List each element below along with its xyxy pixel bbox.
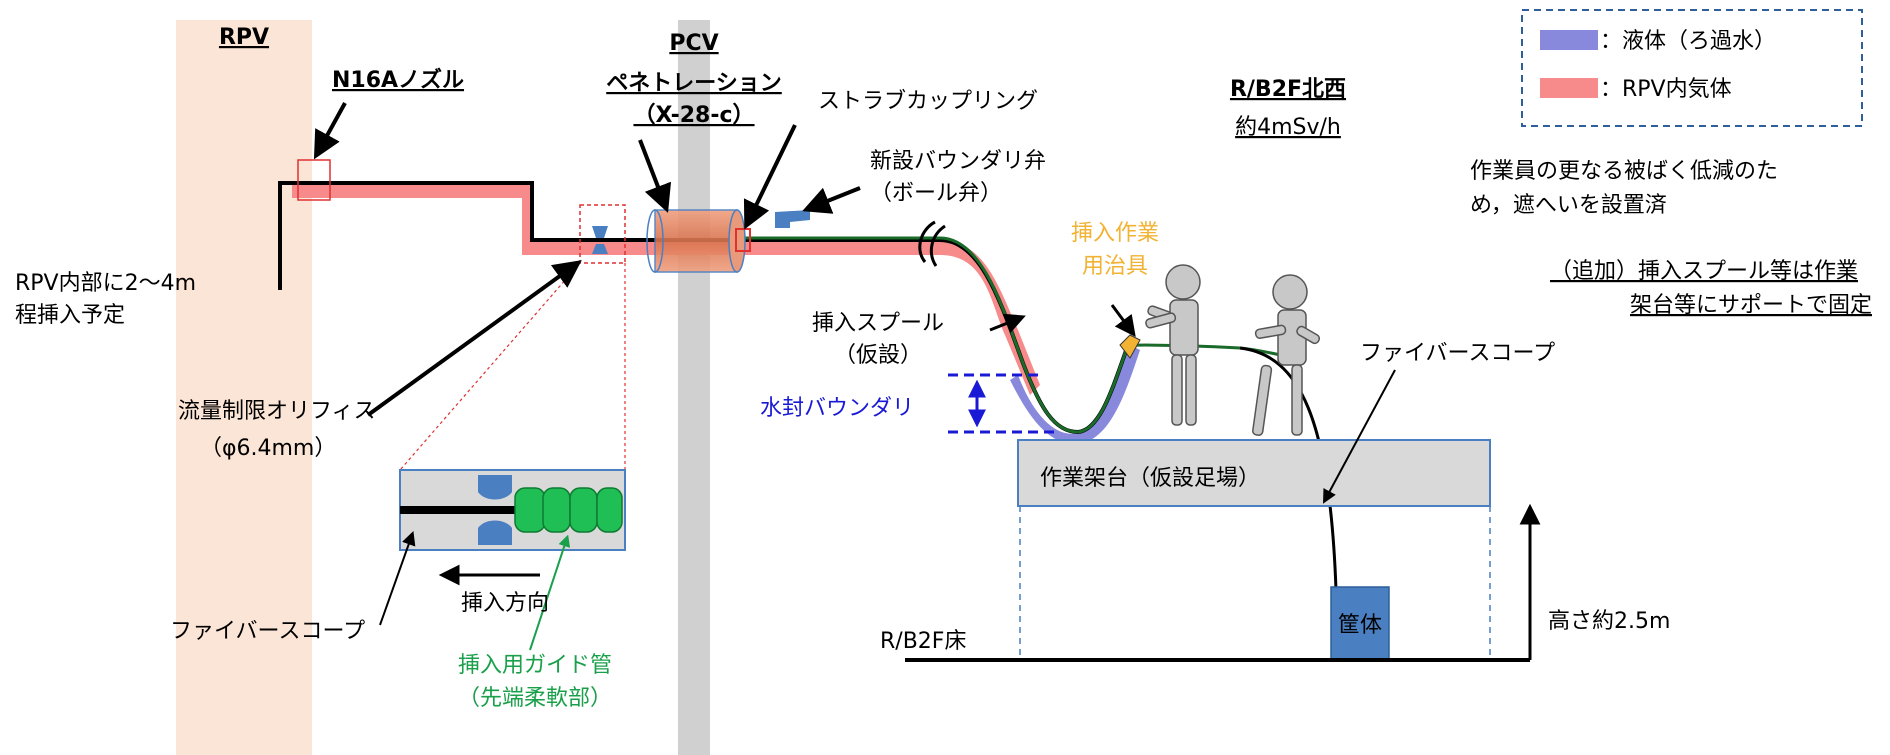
legend-liquid-swatch xyxy=(1540,30,1598,50)
pcv-label-1: PCV xyxy=(669,31,718,56)
strub-arrow xyxy=(743,124,797,230)
pcv-arrow xyxy=(638,139,672,213)
location-label-2: 約4mSv/h xyxy=(1235,115,1341,140)
strub-coupling xyxy=(735,228,751,252)
rpv-insert-label-2: 程挿入予定 xyxy=(15,303,125,328)
spool-arrow xyxy=(989,313,1026,334)
orifice-label-1: 流量制限オリフィス xyxy=(178,399,376,424)
legend-liquid-label: ：液体（ろ過水） xyxy=(1600,29,1776,54)
housing-label: 筐体 xyxy=(1338,613,1382,638)
inset-orifice-top xyxy=(478,475,512,500)
legend-gas-label: ：RPV内気体 xyxy=(1600,77,1732,102)
guide-label-2: （先端柔軟部） xyxy=(458,686,612,711)
new-valve-label-1: 新設バウンダリ弁 xyxy=(870,149,1046,174)
insertion-jig xyxy=(1119,334,1141,359)
inset-orifice-bottom xyxy=(478,520,512,545)
orifice-label-2: （φ6.4mm） xyxy=(200,436,336,461)
note1-line1: 作業員の更なる被ばく低減のた xyxy=(1470,159,1778,184)
nozzle-label: N16Aノズル xyxy=(332,67,464,93)
orifice-arrow xyxy=(366,260,582,417)
rpv-label: RPV xyxy=(219,25,269,50)
work-platform xyxy=(1017,439,1491,507)
note2-line2: 架台等にサポートで固定 xyxy=(1630,293,1872,318)
pcv-label-3: （X-28-c） xyxy=(633,103,754,128)
orifice-bottom xyxy=(592,244,608,254)
inset-connector-left xyxy=(399,262,581,471)
note2-line1: （追加）挿入スプール等は作業 xyxy=(1550,259,1858,284)
liquid-region xyxy=(1010,345,1140,445)
fiberscope-to-housing xyxy=(1239,346,1338,591)
spool-label-2: （仮設） xyxy=(834,343,922,368)
orifice-box xyxy=(579,204,626,264)
worker-2 xyxy=(1252,274,1321,436)
note1-line2: め，遮へいを設置済 xyxy=(1470,193,1667,218)
jig-arrow xyxy=(1110,304,1136,338)
pcv-penetration xyxy=(654,209,738,273)
legend-box xyxy=(1521,9,1863,127)
rpv-insert-label-1: RPV内部に2～4m xyxy=(15,271,196,296)
fiberscope-right-arrow xyxy=(1323,369,1396,504)
inset-guide-tube xyxy=(514,487,623,533)
fiberscope-left-arrow xyxy=(379,531,416,626)
height-label: 高さ約2.5m xyxy=(1548,609,1670,634)
insert-direction-label: 挿入方向 xyxy=(461,591,549,616)
boundary-valve xyxy=(775,210,810,228)
pcv-wall xyxy=(678,20,710,755)
pcv-label-2: ペネトレーション xyxy=(606,71,782,96)
new-valve-label-2: （ボール弁） xyxy=(870,181,1002,206)
valve-arrow xyxy=(802,186,861,214)
worker-1 xyxy=(1145,264,1201,426)
guide-arrow xyxy=(529,534,571,651)
water-seal-label: 水封バウンダリ xyxy=(760,396,914,421)
strub-label: ストラブカップリング xyxy=(818,89,1038,114)
rpv-wall xyxy=(176,20,312,755)
housing-box xyxy=(1330,586,1390,661)
fiberscope-cable xyxy=(745,236,1291,434)
legend-gas-swatch xyxy=(1540,78,1598,98)
spool-coupling xyxy=(918,220,946,267)
n16a-nozzle-box xyxy=(297,159,331,201)
jig-label-1: 挿入作業 xyxy=(1071,221,1159,246)
platform-label: 作業架台（仮設足場） xyxy=(1040,466,1260,491)
orifice-top xyxy=(592,226,608,238)
spool-label-1: 挿入スプール xyxy=(812,311,944,336)
fiberscope-right-label: ファイバースコープ xyxy=(1360,341,1555,366)
jig-label-2: 用治具 xyxy=(1082,254,1148,279)
guide-label-1: 挿入用ガイド管 xyxy=(458,653,612,678)
fiberscope-left-label: ファイバースコープ xyxy=(170,619,365,644)
location-label-1: R/B2F北西 xyxy=(1230,77,1346,102)
floor-label: R/B2F床 xyxy=(880,629,966,654)
nozzle-arrow xyxy=(313,102,347,160)
